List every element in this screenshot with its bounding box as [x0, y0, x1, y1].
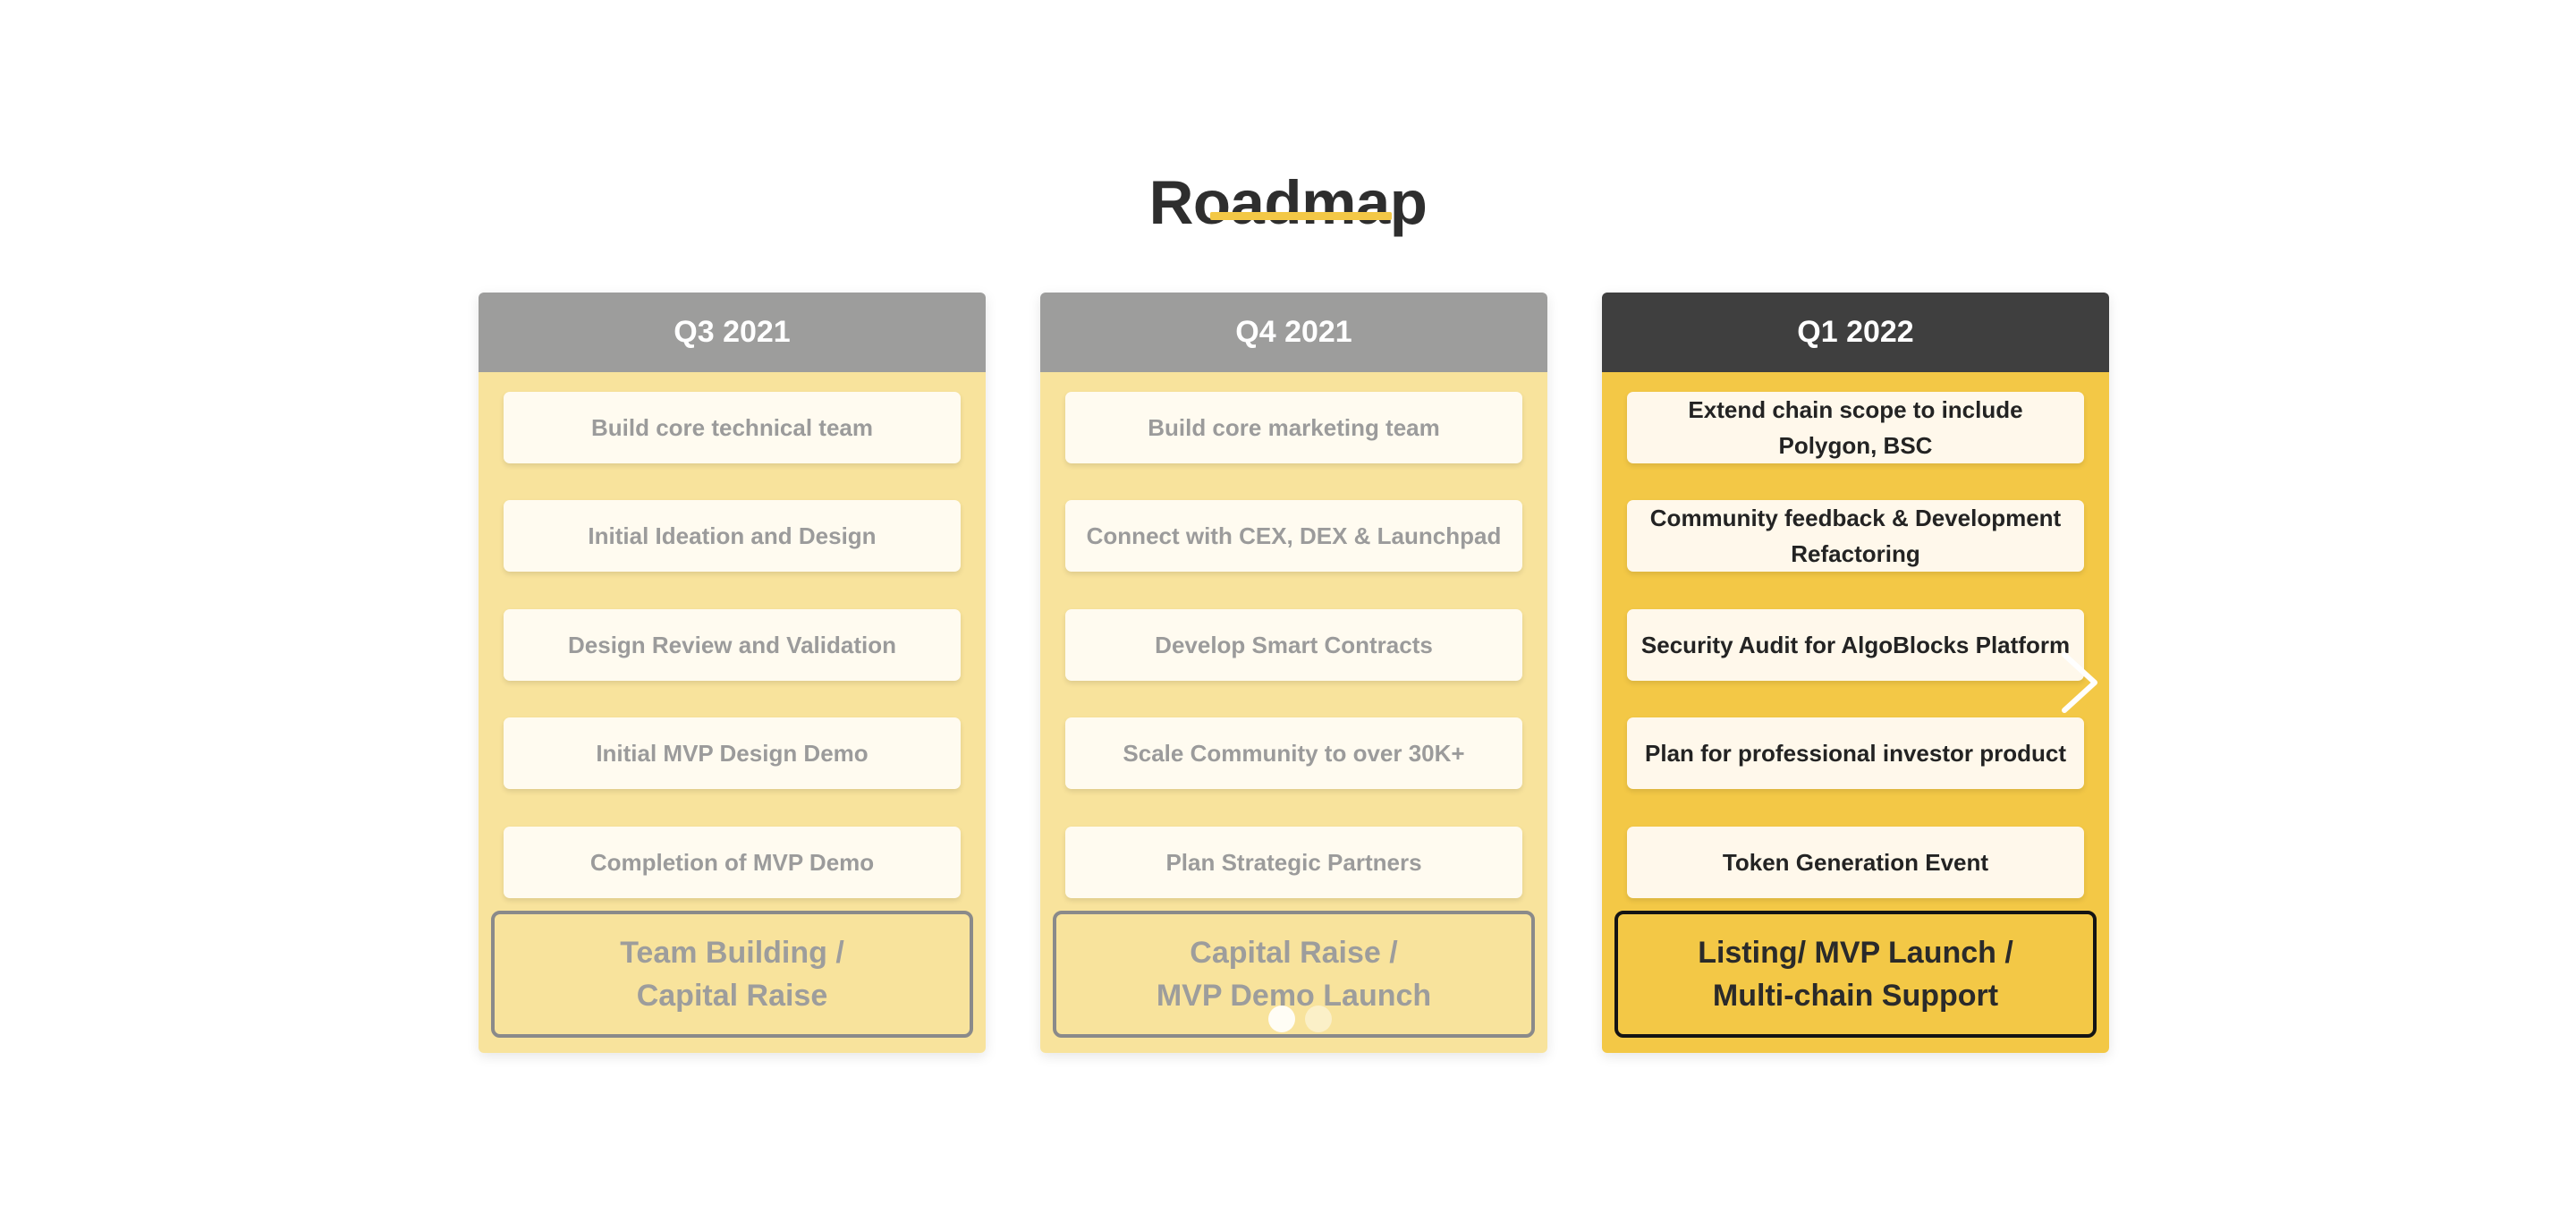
- column-body: Build core technical team Initial Ideati…: [479, 372, 986, 1053]
- column-body: Build core marketing team Connect with C…: [1040, 372, 1547, 1053]
- roadmap-column-q4-2021: Q4 2021 Build core marketing team Connec…: [1040, 293, 1547, 1053]
- roadmap-item: Security Audit for AlgoBlocks Platform: [1627, 609, 2084, 681]
- column-header: Q3 2021: [479, 293, 986, 372]
- column-header: Q4 2021: [1040, 293, 1547, 372]
- column-header: Q1 2022: [1602, 293, 2109, 372]
- roadmap-item: Scale Community to over 30K+: [1065, 717, 1522, 789]
- column-body: Extend chain scope to include Polygon, B…: [1602, 372, 2109, 1053]
- roadmap-item: Extend chain scope to include Polygon, B…: [1627, 392, 2084, 463]
- chevron-right-icon: [2062, 652, 2097, 713]
- roadmap-item: Develop Smart Contracts: [1065, 609, 1522, 681]
- roadmap-item: Initial Ideation and Design: [504, 500, 961, 572]
- page-title: Roadmap: [1148, 168, 1428, 238]
- roadmap-item: Plan for professional investor product: [1627, 717, 2084, 789]
- roadmap-item: Build core technical team: [504, 392, 961, 463]
- carousel-pagination: [1268, 1006, 1332, 1032]
- milestone-line: Team Building /: [620, 936, 844, 970]
- carousel-next-button[interactable]: [2059, 651, 2100, 714]
- roadmap-item: Build core marketing team: [1065, 392, 1522, 463]
- roadmap-item: Connect with CEX, DEX & Launchpad: [1065, 500, 1522, 572]
- milestone-line: Multi-chain Support: [1712, 979, 1999, 1013]
- milestone-box: Listing/ MVP Launch / Multi-chain Suppor…: [1614, 911, 2097, 1038]
- milestone-box: Team Building / Capital Raise: [491, 911, 973, 1038]
- roadmap-item: Initial MVP Design Demo: [504, 717, 961, 789]
- title-underline: [1210, 212, 1392, 220]
- milestone-line: Capital Raise: [636, 979, 828, 1013]
- roadmap-column-q1-2022: Q1 2022 Extend chain scope to include Po…: [1602, 293, 2109, 1053]
- milestone-line: Capital Raise /: [1190, 936, 1398, 970]
- milestone-line: MVP Demo Launch: [1156, 979, 1432, 1013]
- milestone-line: Listing/ MVP Launch /: [1698, 936, 2013, 970]
- carousel-dot-2[interactable]: [1305, 1006, 1332, 1032]
- roadmap-column-q3-2021: Q3 2021 Build core technical team Initia…: [479, 293, 986, 1053]
- roadmap-item: Plan Strategic Partners: [1065, 827, 1522, 898]
- roadmap-item: Completion of MVP Demo: [504, 827, 961, 898]
- roadmap-item: Token Generation Event: [1627, 827, 2084, 898]
- roadmap-item: Design Review and Validation: [504, 609, 961, 681]
- roadmap-item: Community feedback & Development Refacto…: [1627, 500, 2084, 572]
- carousel-dot-1[interactable]: [1268, 1006, 1295, 1032]
